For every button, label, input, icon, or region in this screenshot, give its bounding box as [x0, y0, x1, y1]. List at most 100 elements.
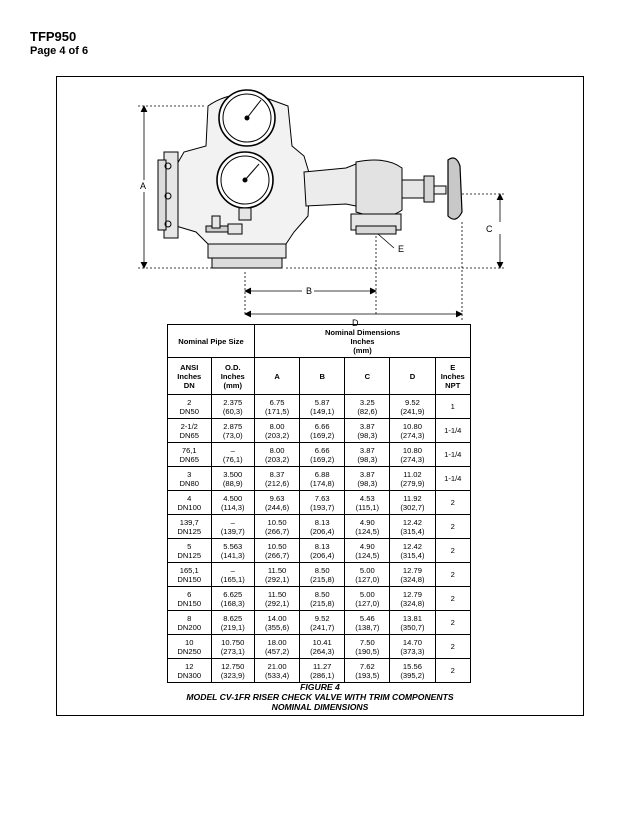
table-cell: 2	[434, 586, 471, 611]
figure-frame	[56, 76, 584, 716]
label-d: D	[352, 318, 359, 326]
table-cell: 1-1/4	[434, 418, 471, 443]
drain-handle	[205, 215, 243, 235]
table-cell: 1	[434, 394, 471, 419]
table-cell: 21.00(533,4)	[253, 658, 301, 683]
table-cell: 9.63(244,6)	[253, 490, 301, 515]
table-cell: 5.46(138,7)	[344, 610, 391, 635]
table-cell: 5.00(127,0)	[344, 586, 391, 611]
table-cell: 6.66(169,2)	[299, 418, 346, 443]
table-cell: 1-1/4	[434, 442, 471, 467]
table-cell: 2	[434, 562, 471, 587]
table-cell: 2	[434, 490, 471, 515]
nominal-dimensions-header: Nominal Dimensions Inches (mm)	[254, 324, 471, 358]
page-header: TFP950 Page 4 of 6	[30, 30, 88, 58]
table-cell: 11.27(286,1)	[299, 658, 346, 683]
table-cell: 11.50(292,1)	[253, 562, 301, 587]
table-cell: 4.500(114,3)	[210, 490, 255, 515]
table-cell: 10.750(273,1)	[210, 634, 255, 659]
table-cell: 12.750(323,9)	[210, 658, 255, 683]
table-cell: 15.56(395,2)	[389, 658, 436, 683]
column-header: B	[299, 357, 346, 395]
nominal-pipe-size-header: Nominal Pipe Size	[167, 324, 255, 358]
page-number: Page 4 of 6	[30, 45, 89, 57]
table-cell: 10.50(266,7)	[253, 514, 301, 539]
table-cell: 12.42(315,4)	[389, 514, 436, 539]
figure-caption: FIGURE 4 MODEL CV-1FR RISER CHECK VALVE …	[56, 682, 584, 712]
figure-subtitle: NOMINAL DIMENSIONS	[271, 702, 369, 712]
table-cell: 10.41(264,3)	[299, 634, 346, 659]
pressure-gauge-lower	[216, 151, 274, 221]
dimensions-table: Nominal Pipe Size Nominal Dimensions Inc…	[167, 324, 471, 683]
table-cell: –(76,1)	[210, 442, 255, 467]
table-cell: 8.625(219,1)	[210, 610, 255, 635]
table-cell: 4.53(115,1)	[344, 490, 391, 515]
table-cell: 1-1/4	[434, 466, 471, 491]
table-cell: 8.50(215,8)	[299, 586, 346, 611]
table-cell: 11.92(302,7)	[389, 490, 436, 515]
column-header: A	[253, 357, 301, 395]
table-cell: 3.25(82,6)	[344, 394, 391, 419]
label-e: E	[398, 244, 404, 254]
table-cell: 12.79(324,8)	[389, 562, 436, 587]
table-cell: 5.87(149,1)	[299, 394, 346, 419]
valve-body	[157, 93, 311, 269]
table-cell: 2	[434, 610, 471, 635]
column-header: D	[389, 357, 436, 395]
label-c: C	[486, 224, 493, 234]
table-cell: 12.42(315,4)	[389, 538, 436, 563]
figure-number: FIGURE 4	[300, 682, 340, 692]
table-cell: 8.13(206,4)	[299, 538, 346, 563]
table-cell: 10.50(266,7)	[253, 538, 301, 563]
table-cell: 2	[434, 538, 471, 563]
table-cell: 13.81(350,7)	[389, 610, 436, 635]
table-cell: 3.87(98,3)	[344, 442, 391, 467]
table-cell: 4.90(124,5)	[344, 538, 391, 563]
table-cell: 8.00(203,2)	[253, 442, 301, 467]
dimension-labels: A C B D E	[138, 180, 506, 326]
table-cell: 10.80(274,3)	[389, 442, 436, 467]
table-cell: 18.00(457,2)	[253, 634, 301, 659]
table-cell: 8.50(215,8)	[299, 562, 346, 587]
table-cell: 14.70(373,3)	[389, 634, 436, 659]
table-cell: 5.00(127,0)	[344, 562, 391, 587]
table-cell: 8.13(206,4)	[299, 514, 346, 539]
figure-title: MODEL CV-1FR RISER CHECK VALVE WITH TRIM…	[186, 692, 454, 702]
table-cell: 3.500(88,9)	[210, 466, 255, 491]
label-a: A	[140, 181, 146, 191]
table-cell: 6.625(168,3)	[210, 586, 255, 611]
label-b: B	[306, 286, 312, 296]
table-cell: 8.00(203,2)	[253, 418, 301, 443]
table-cell: 4.90(124,5)	[344, 514, 391, 539]
column-header: C	[344, 357, 391, 395]
table-cell: 6.75(171,5)	[253, 394, 301, 419]
dimension-lines	[138, 105, 506, 322]
table-cell: 2.375(60,3)	[210, 394, 255, 419]
valve-drawing: A C B D E	[138, 89, 506, 326]
document-id: TFP950	[30, 29, 77, 44]
table-cell: 6.66(169,2)	[299, 442, 346, 467]
